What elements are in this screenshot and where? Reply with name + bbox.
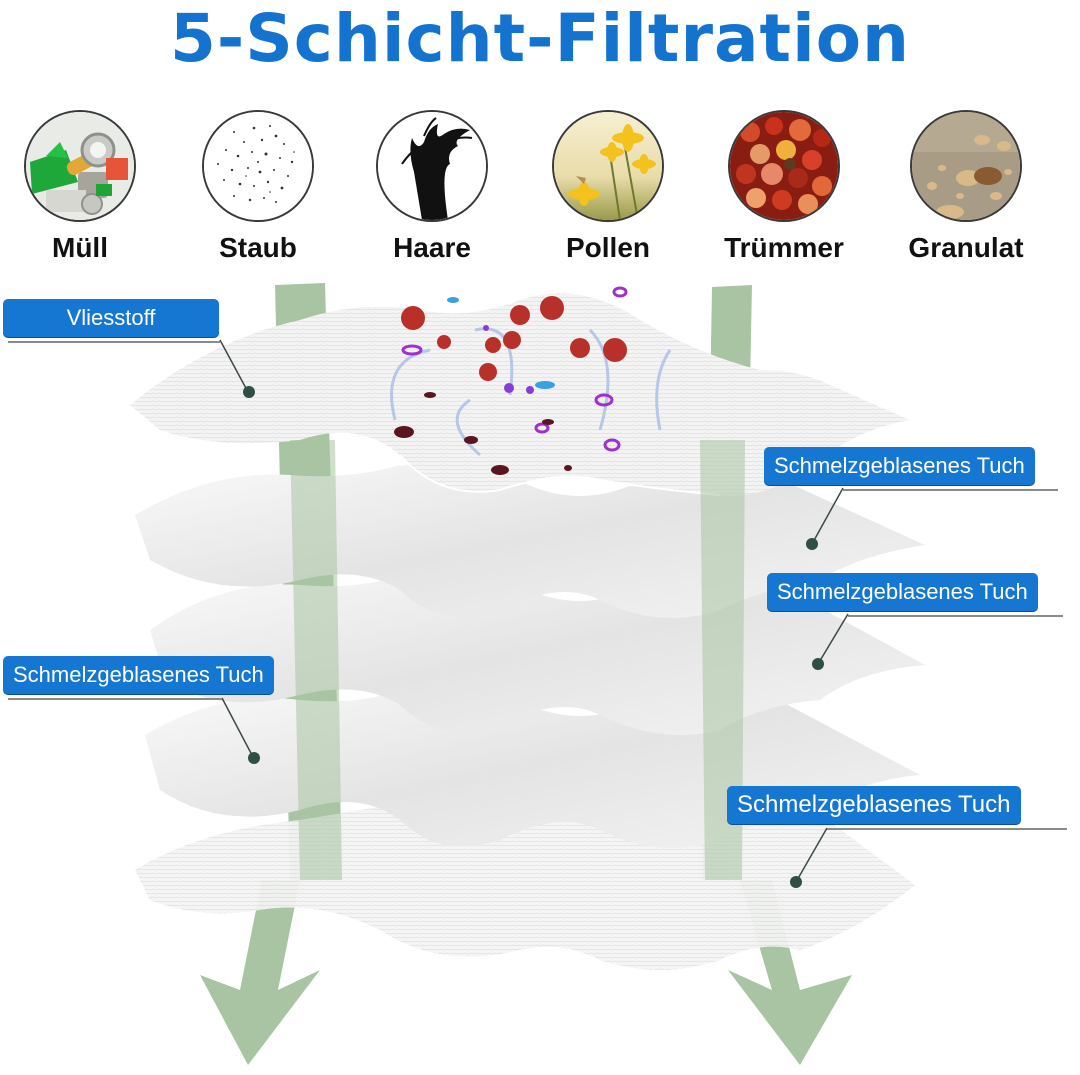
callout-schmelzgeblasenes-tuch-3: Schmelzgeblasenes Tuch: [767, 573, 1038, 611]
filter-layers-diagram: Vliesstoff Schmelzgeblasenes Tuch Schmel…: [0, 270, 1080, 1075]
callout-schmelzgeblasenes-tuch-4: Schmelzgeblasenes Tuch: [3, 656, 274, 694]
particle-label: Müll: [52, 232, 108, 263]
granules-icon: [910, 110, 1022, 222]
callout-underline: [848, 615, 1063, 617]
callout-dots: [243, 386, 824, 888]
particle-item-staub: Staub: [178, 110, 338, 264]
particle-label: Pollen: [565, 232, 650, 263]
callout-underline: [8, 341, 220, 343]
particle-item-muell: Müll: [0, 110, 160, 264]
particles-cluster-icon: [390, 286, 672, 475]
callout-schmelzgeblasenes-tuch-5: Schmelzgeblasenes Tuch: [727, 786, 1021, 824]
particle-icons-row: Müll Staub: [0, 110, 1080, 270]
debris-leaves-icon: [728, 110, 840, 222]
particle-item-truemmer: Trümmer: [704, 110, 864, 264]
particle-label: Granulat: [908, 232, 1024, 263]
callout-underline: [843, 489, 1058, 491]
particle-label: Haare: [393, 232, 471, 263]
hair-icon: [376, 110, 488, 222]
layers-illustration: [130, 283, 925, 1065]
dust-icon: [202, 110, 314, 222]
particle-item-granulat: Granulat: [886, 110, 1046, 264]
particle-item-haare: Haare: [352, 110, 512, 264]
particle-item-pollen: Pollen: [528, 110, 688, 264]
trash-icon: [24, 110, 136, 222]
particle-label: Trümmer: [724, 232, 844, 263]
pollen-flower-icon: [552, 110, 664, 222]
callout-underline: [8, 698, 222, 700]
callout-schmelzgeblasenes-tuch-2: Schmelzgeblasenes Tuch: [764, 447, 1035, 485]
page-title: 5-Schicht-Filtration: [169, 0, 911, 77]
particle-label: Staub: [219, 232, 297, 263]
callout-vliesstoff: Vliesstoff: [3, 299, 219, 337]
callout-underline: [827, 828, 1067, 830]
